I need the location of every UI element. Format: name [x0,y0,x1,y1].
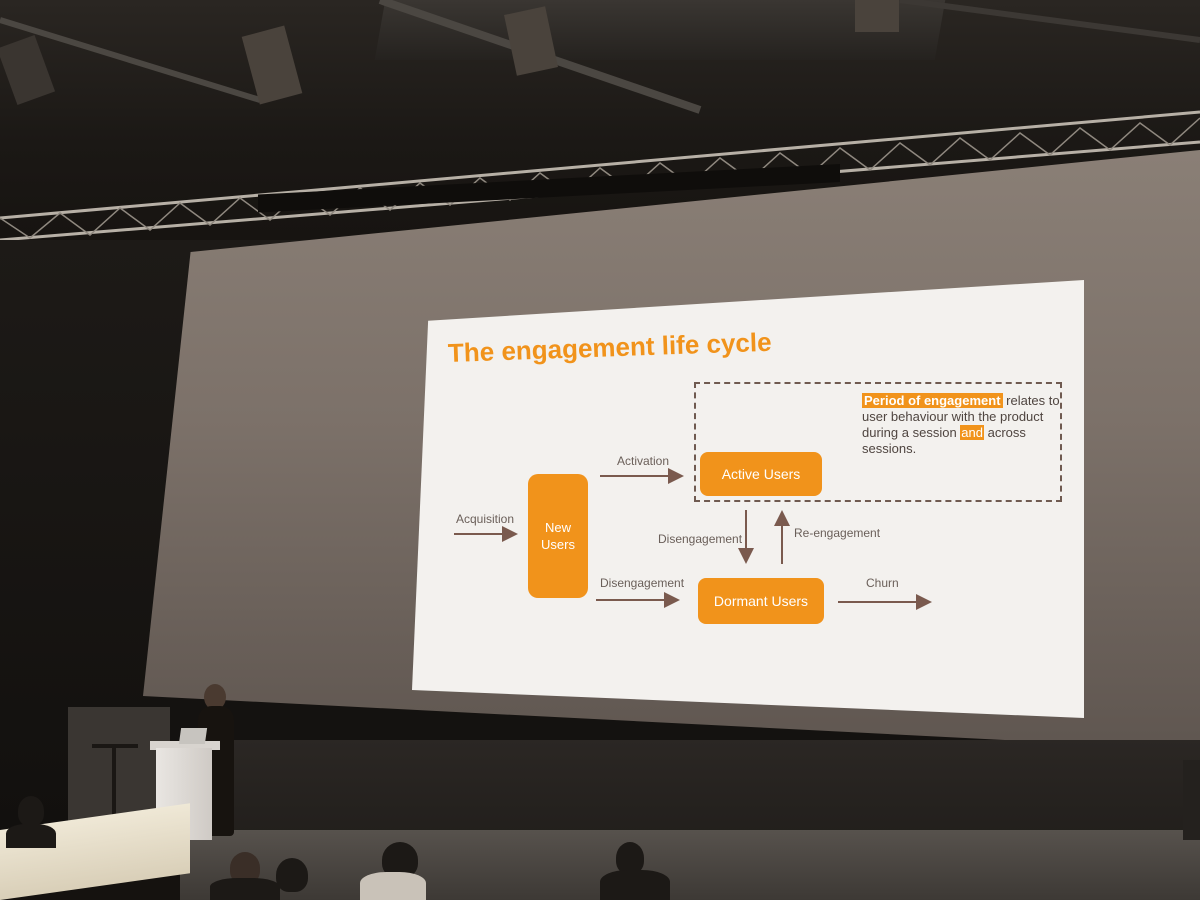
spotlight-3 [504,6,558,76]
activation-label: Activation [617,454,670,468]
presentation-slide: The engagement life cycle Period of enga… [412,280,1084,718]
description-text-1: relates to user behaviour with the produ… [862,393,1060,440]
lighting-rig [0,0,1200,242]
spotlight-1 [0,34,56,106]
dormant-users-node: Dormant Users [698,578,824,624]
side-panel [68,707,170,821]
stage-floor [180,830,1200,900]
spotlight-2 [241,25,303,105]
description-highlight: Period of engagement [862,393,1003,408]
right-wall-edge [1183,760,1200,840]
spotlight-4 [855,0,899,32]
projector-bar [258,163,840,213]
disengagement-top-label: Disengagement [658,532,743,546]
description-text-2: across sessions. [862,425,1026,456]
audience-shoulders-1 [6,824,56,848]
side-table-stand [112,746,116,836]
speaker-head [204,684,226,710]
stage-front-wall [230,740,1200,835]
description-and: and [960,425,984,440]
flow-arrows [454,468,932,610]
acquisition-label: Acquisition [456,512,515,526]
audience-head-5 [616,842,644,874]
new-users-node: New Users [528,474,588,598]
audience-head-1 [18,796,44,826]
engagement-period-box [694,382,1062,502]
audience-head-3 [276,858,308,892]
re-engagement-label: Re-engagement [794,526,881,540]
audience-shoulders-2 [210,878,280,900]
engagement-description: Period of engagement relates to user beh… [862,393,1077,457]
disengagement-bottom-label: Disengagement [600,576,685,590]
churn-label: Churn [866,576,899,590]
audience-shoulders-5 [600,870,670,900]
podium-top [150,741,220,750]
laptop [178,728,208,744]
active-users-node: Active Users [700,452,822,496]
audience-shoulders-4 [360,872,426,900]
